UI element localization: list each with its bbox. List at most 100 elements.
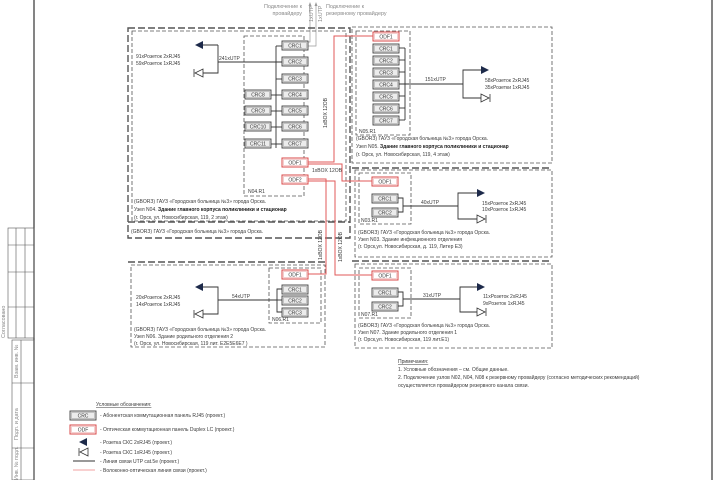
n04-crc6: CRC6 bbox=[288, 125, 302, 131]
n07-panels: ODF1 CRC1 CRC2 bbox=[371, 270, 404, 312]
legend: Условные обозначения: CRC - Абонентская … bbox=[69, 402, 235, 474]
rack-n03-r1 bbox=[358, 172, 412, 225]
fiber-label-n06: 1xBOX 12OB bbox=[318, 229, 324, 260]
socket-2x-icon bbox=[195, 41, 203, 49]
n05-crc1: CRC1 bbox=[379, 47, 393, 53]
n04-desc-2: Узел N04. Здание главного корпуса поликл… bbox=[134, 207, 287, 213]
n04-cable-label: 241xUTP bbox=[219, 56, 241, 62]
n03-odf1: ODF1 bbox=[378, 180, 392, 186]
n05-crc4: CRC4 bbox=[379, 83, 393, 89]
n07-odf1: ODF1 bbox=[378, 274, 392, 280]
n04-crc8: CRC8 bbox=[251, 93, 265, 99]
n07-desc-3: (г. Орск,ул. Новосибирская, 119 лит.Е1) bbox=[358, 337, 449, 343]
socket-2x-icon bbox=[477, 189, 485, 197]
n06-utp-run: 54xUTP 20xРозеток 2xRJ45 14xРозеток 1xRJ… bbox=[136, 283, 277, 319]
n07-desc-2: Узел N07. Здание родильного отделения 1 bbox=[358, 330, 457, 336]
n05-crc5: CRC5 bbox=[379, 95, 393, 101]
stamp-inv-orig: Инв. № подл. bbox=[14, 446, 20, 480]
legend-socket-1x-icon bbox=[79, 447, 89, 457]
reserve-label-1: Подключение к bbox=[326, 4, 365, 10]
n04-panels: CRC1 CRC2 CRC3 CRC4 CRC5 CRC6 CRC7 CRC8 … bbox=[244, 40, 309, 185]
notes-item-3: осуществляется провайдером резервного ка… bbox=[398, 382, 529, 389]
notes-item-1: 1. Условные обозначения – см. Общие данн… bbox=[398, 367, 509, 373]
stamp-agreed: Согласовано bbox=[1, 306, 7, 338]
svg-text:CRC: CRC bbox=[78, 414, 89, 420]
legend-fiber-text: - Волоконно-оптическая линия связи (прое… bbox=[100, 468, 207, 474]
n07-cable-label: 31xUTP bbox=[423, 293, 442, 299]
n05-crc7: CRC7 bbox=[379, 119, 393, 125]
socket-1x-icon bbox=[194, 68, 204, 78]
n06-cable-label: 54xUTP bbox=[232, 294, 251, 300]
n04-crc1: CRC1 bbox=[288, 44, 302, 50]
n04-crc2: CRC2 bbox=[288, 60, 302, 66]
n05-crc2: CRC2 bbox=[379, 59, 393, 65]
rack-n03-label: N03.R1 bbox=[361, 218, 378, 224]
n05-desc-1: (GBORЗ) ГАУЗ «Городская больница №3» гор… bbox=[356, 136, 488, 142]
node-n07-outline bbox=[354, 263, 553, 349]
n06-sockets-2x: 20xРозеток 2xRJ45 bbox=[136, 295, 181, 301]
n04-crc9: CRC9 bbox=[251, 109, 265, 115]
n05-sockets-2x: 58xРозеток 2xRJ45 bbox=[485, 78, 530, 84]
rack-n05-label: N05.R1 bbox=[359, 129, 376, 135]
socket-1x-icon bbox=[480, 93, 490, 103]
n03-desc-3: (г. Орск,ул. Новосибирская, д. 119, Лите… bbox=[358, 244, 463, 250]
n03-sockets-2x: 15xРозеток 2xRJ45 bbox=[482, 201, 527, 207]
n04-crc5: CRC5 bbox=[288, 109, 302, 115]
socket-1x-icon bbox=[476, 307, 486, 317]
legend-socket-2x-icon bbox=[79, 438, 87, 446]
n03-crc1: CRC1 bbox=[378, 197, 392, 203]
fiber-links bbox=[308, 35, 373, 276]
fiber-n04-n07 bbox=[308, 180, 372, 276]
n04-odf2: ODF2 bbox=[288, 178, 302, 184]
n05-utp-run: 151xUTP 58xРозеток 2xRJ45 35xРозетки 1xR… bbox=[399, 66, 530, 103]
n07-utp-run: 31xUTP 11xРозеток 2xRJ45 9xРозеток 1xRJ4… bbox=[403, 283, 527, 317]
n04-crc10: CRC10 bbox=[250, 125, 267, 131]
socket-1x-icon bbox=[476, 214, 486, 224]
fiber-n04-n05 bbox=[308, 35, 373, 163]
uplink-label-1: 1xUTP bbox=[309, 5, 315, 22]
legend-socket-2x-text: - Розетка СКС 2xRJ45 (проект.) bbox=[100, 440, 172, 446]
n06-crc3: CRC3 bbox=[288, 311, 302, 317]
n06-desc-2: Узел N06. Здание родильного отделения 2 bbox=[134, 334, 233, 340]
n04-desc-3: (г. Орск, ул. Новосибирская, 119, 2 этаж… bbox=[134, 215, 228, 221]
notes-block: Примечания: 1. Условные обозначения – см… bbox=[398, 359, 640, 389]
n04-crc3: CRC3 bbox=[288, 77, 302, 83]
n07-sockets-2x: 11xРозеток 2xRJ45 bbox=[483, 294, 527, 300]
legend-odf-symbol: ODF bbox=[69, 424, 97, 435]
provider-label-1: Подключение к bbox=[264, 4, 303, 10]
rack-n06-label: N06.R1 bbox=[272, 317, 289, 323]
title-stamp: Согласовано Взам. инв. № Подп. и дата Ин… bbox=[1, 227, 35, 480]
socket-2x-icon bbox=[481, 66, 489, 74]
n05-crc6: CRC6 bbox=[379, 107, 393, 113]
n04-desc-1: (GBORЗ) ГАУЗ «Городская больница №3» гор… bbox=[134, 199, 266, 205]
notes-item-2: 2. Подключение узлов N02, N04, N08 к рез… bbox=[398, 374, 640, 381]
legend-title: Условные обозначения: bbox=[96, 402, 151, 408]
n07-crc1: CRC1 bbox=[378, 291, 392, 297]
n05-cable-label: 151xUTP bbox=[425, 77, 447, 83]
n04-outer-desc: (GBORЗ) ГАУЗ «Городская больница №3» гор… bbox=[131, 229, 263, 235]
n06-panels: ODF1 CRC1 CRC2 CRC3 bbox=[276, 269, 309, 318]
n03-crc2: CRC2 bbox=[378, 211, 392, 217]
rack-n06-r1 bbox=[268, 267, 322, 324]
stamp-sign-date: Подп. и дата bbox=[14, 408, 20, 440]
socket-2x-icon bbox=[477, 283, 485, 291]
legend-odf-text: - Оптическая коммутационная панель Duple… bbox=[100, 427, 235, 433]
legend-crc-symbol: CRC bbox=[69, 410, 97, 421]
n06-desc-3: (г. Орск, ул. Новосибирская, 119 лит. Е2… bbox=[134, 341, 248, 347]
n04-crc7: CRC7 bbox=[288, 142, 302, 148]
n06-crc2: CRC2 bbox=[288, 299, 302, 305]
n05-odf1: ODF1 bbox=[379, 35, 393, 41]
n03-sockets-1x: 10xРозеток 1xRJ45 bbox=[482, 207, 527, 213]
n03-cable-label: 40xUTP bbox=[421, 200, 440, 206]
n05-desc-2: Узел N05. Здание главного корпуса поликл… bbox=[356, 144, 509, 150]
notes-title: Примечания: bbox=[398, 359, 428, 365]
reserve-label-2: резервному провайдеру bbox=[326, 10, 387, 17]
n04-sockets-1x: 59xРозеток 1xRJ45 bbox=[136, 61, 181, 67]
n05-desc-3: (г. Орск, ул. Новосибирская, 119, 4 этаж… bbox=[356, 152, 450, 158]
n06-desc-1: (GBORЗ) ГАУЗ «Городская больница №3» гор… bbox=[134, 327, 266, 333]
n05-panels: ODF1 CRC1 CRC2 CRC3 CRC4 CRC5 CRC6 CRC7 bbox=[372, 31, 406, 126]
node-n06-outline bbox=[130, 264, 326, 348]
rack-n05-r1 bbox=[355, 30, 411, 136]
node-n04-outline bbox=[131, 30, 347, 222]
